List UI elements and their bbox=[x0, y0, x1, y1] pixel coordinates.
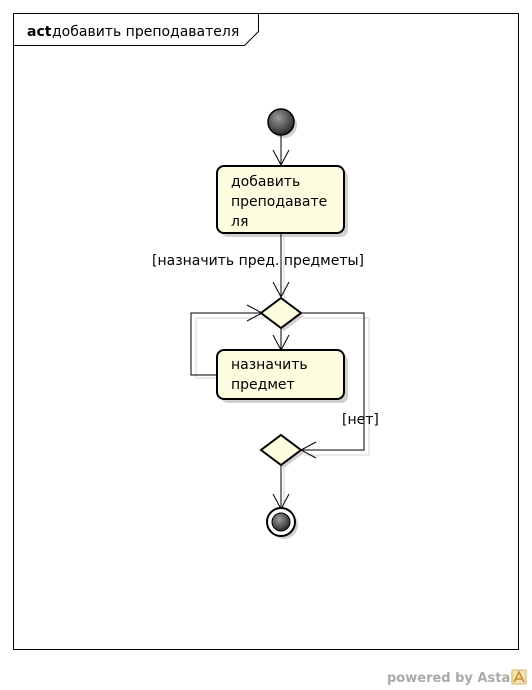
action-assign-subject-line-1: назначить bbox=[231, 357, 308, 373]
flow-shadow bbox=[304, 317, 370, 456]
frame-title-tab bbox=[13, 13, 259, 46]
guard-no: [нет] bbox=[342, 412, 379, 428]
action-add-teacher-line-1: добавить bbox=[231, 174, 300, 190]
frame-keyword: act bbox=[27, 24, 52, 40]
flow-decision-no bbox=[301, 312, 365, 451]
initial-node bbox=[267, 108, 295, 136]
guard-assign-subjects: [назначить пред. предметы] bbox=[152, 253, 364, 269]
astah-logo-icon bbox=[511, 669, 527, 685]
diagram-frame bbox=[13, 13, 519, 650]
frame-title: добавить преподавателя bbox=[52, 24, 239, 40]
action-add-teacher-line-3: ля bbox=[231, 214, 248, 230]
action-add-teacher-line-2: преподавате bbox=[231, 194, 327, 210]
action-assign-subject-line-2: предмет bbox=[231, 377, 295, 393]
final-node bbox=[271, 512, 291, 532]
action-assign-subject bbox=[216, 349, 345, 400]
flow-shadow bbox=[195, 317, 265, 379]
flow-loop-back bbox=[190, 312, 262, 376]
watermark-text: powered by Astah bbox=[387, 671, 519, 686]
